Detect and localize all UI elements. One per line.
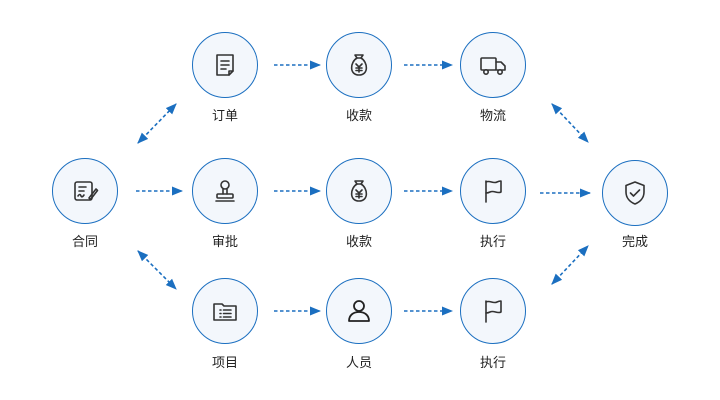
node-payment-1-label: 收款 bbox=[345, 109, 372, 124]
node-approval[interactable] bbox=[192, 158, 258, 224]
document-icon bbox=[216, 54, 234, 76]
flag-icon bbox=[485, 180, 502, 203]
node-complete-label: 完成 bbox=[621, 235, 648, 250]
node-approval-label: 审批 bbox=[211, 235, 238, 250]
node-order[interactable] bbox=[192, 32, 258, 98]
node-logistics-label: 物流 bbox=[479, 109, 506, 124]
node-payment-2-label: 收款 bbox=[345, 235, 372, 250]
node-execute-1-label: 执行 bbox=[479, 235, 506, 250]
arrow-execute-complete-2 bbox=[551, 245, 589, 285]
node-payment-2[interactable] bbox=[326, 158, 392, 224]
money-bag-icon bbox=[350, 180, 368, 202]
shield-check-icon bbox=[625, 181, 645, 205]
node-personnel[interactable] bbox=[326, 278, 392, 344]
node-execute-1[interactable] bbox=[460, 158, 526, 224]
arrow-logistics-complete bbox=[551, 103, 589, 143]
node-personnel-label: 人员 bbox=[345, 356, 372, 371]
stamp-icon bbox=[215, 180, 235, 202]
node-execute-2-label: 执行 bbox=[479, 356, 506, 371]
node-project-label: 项目 bbox=[211, 356, 238, 371]
truck-icon bbox=[480, 57, 506, 75]
node-logistics[interactable] bbox=[460, 32, 526, 98]
node-project[interactable] bbox=[192, 278, 258, 344]
node-contract[interactable] bbox=[52, 158, 118, 224]
node-payment-1[interactable] bbox=[326, 32, 392, 98]
node-contract-label: 合同 bbox=[71, 235, 98, 250]
node-execute-2[interactable] bbox=[460, 278, 526, 344]
arrow-contract-project bbox=[137, 250, 177, 290]
folder-list-icon bbox=[213, 303, 237, 321]
node-order-label: 订单 bbox=[211, 109, 238, 124]
person-icon bbox=[348, 300, 370, 322]
contract-sign-icon bbox=[74, 181, 99, 201]
node-complete[interactable] bbox=[602, 160, 668, 226]
arrow-contract-order bbox=[137, 103, 177, 144]
flag-icon bbox=[485, 300, 502, 323]
money-bag-icon bbox=[350, 54, 368, 76]
